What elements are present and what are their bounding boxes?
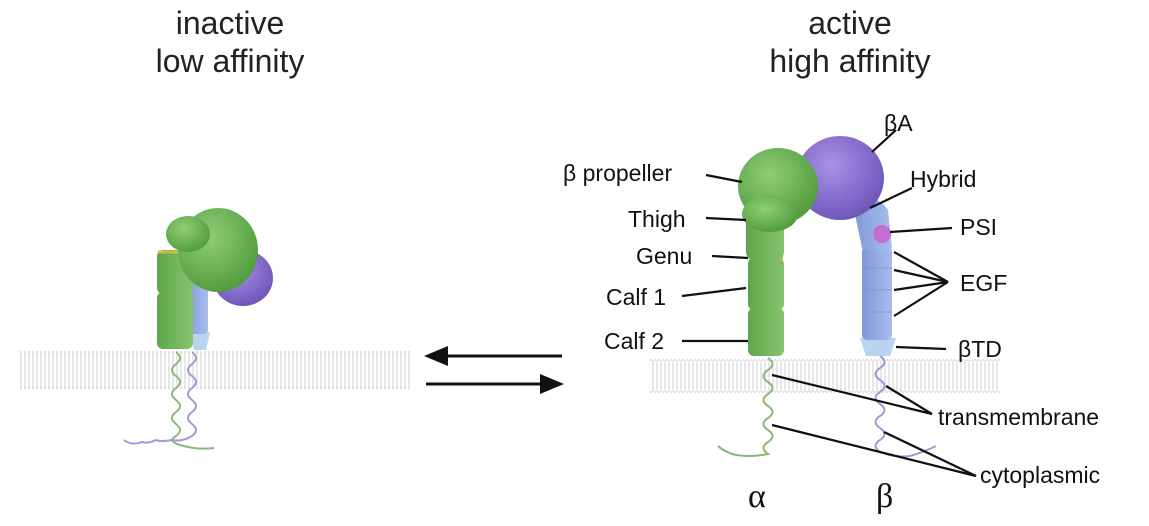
leader-egf-3 xyxy=(893,280,949,292)
arrow-left-icon xyxy=(424,346,448,366)
inactive-beta-tail xyxy=(123,351,197,445)
leader-calf1 xyxy=(681,286,747,298)
leader-beta-td xyxy=(895,345,947,351)
leader-hybrid xyxy=(869,187,913,209)
membrane-right xyxy=(650,359,1000,393)
label-beta-subunit: β xyxy=(876,478,894,515)
label-calf1: Calf 1 xyxy=(606,284,667,310)
leader-tm-alpha xyxy=(771,373,933,416)
label-beta-a: βA xyxy=(884,110,913,136)
leader-beta-propeller xyxy=(705,173,743,184)
leader-psi xyxy=(889,226,953,234)
leader-lines xyxy=(681,129,977,478)
leader-genu xyxy=(711,254,749,260)
label-alpha-subunit: α xyxy=(748,478,766,515)
active-alpha-tail xyxy=(717,357,774,457)
leader-beta-a xyxy=(871,129,897,153)
inactive-title-line2: low affinity xyxy=(155,43,305,79)
leader-egf-4 xyxy=(893,281,949,317)
label-calf2: Calf 2 xyxy=(604,328,665,354)
leader-tm-beta xyxy=(885,385,933,415)
label-psi: PSI xyxy=(960,214,998,240)
leader-cyto-beta xyxy=(883,431,977,477)
active-title-line1: active xyxy=(808,5,892,41)
leader-cyto-alpha xyxy=(771,423,977,478)
label-genu: Genu xyxy=(636,243,693,269)
leader-egf-2 xyxy=(893,268,949,284)
inactive-integrin xyxy=(123,208,273,450)
arrow-right-icon xyxy=(540,374,564,394)
equilibrium-arrows xyxy=(424,346,564,394)
inactive-title-line1: inactive xyxy=(175,5,285,41)
leader-egf-1 xyxy=(893,251,949,283)
label-transmembrane: transmembrane xyxy=(938,404,1100,430)
active-title: active high affinity xyxy=(690,4,1010,80)
leader-thigh xyxy=(705,216,747,222)
inactive-title: inactive low affinity xyxy=(80,4,380,80)
inactive-alpha-tail xyxy=(171,351,215,450)
label-egf: EGF xyxy=(960,270,1008,296)
active-integrin xyxy=(717,136,937,458)
label-thigh: Thigh xyxy=(628,206,686,232)
label-cytoplasmic: cytoplasmic xyxy=(980,462,1101,488)
membrane-left xyxy=(20,351,410,389)
label-hybrid: Hybrid xyxy=(910,166,977,192)
label-beta-td: βTD xyxy=(958,336,1002,362)
active-title-line2: high affinity xyxy=(769,43,931,79)
label-beta-propeller: β propeller xyxy=(563,160,673,186)
